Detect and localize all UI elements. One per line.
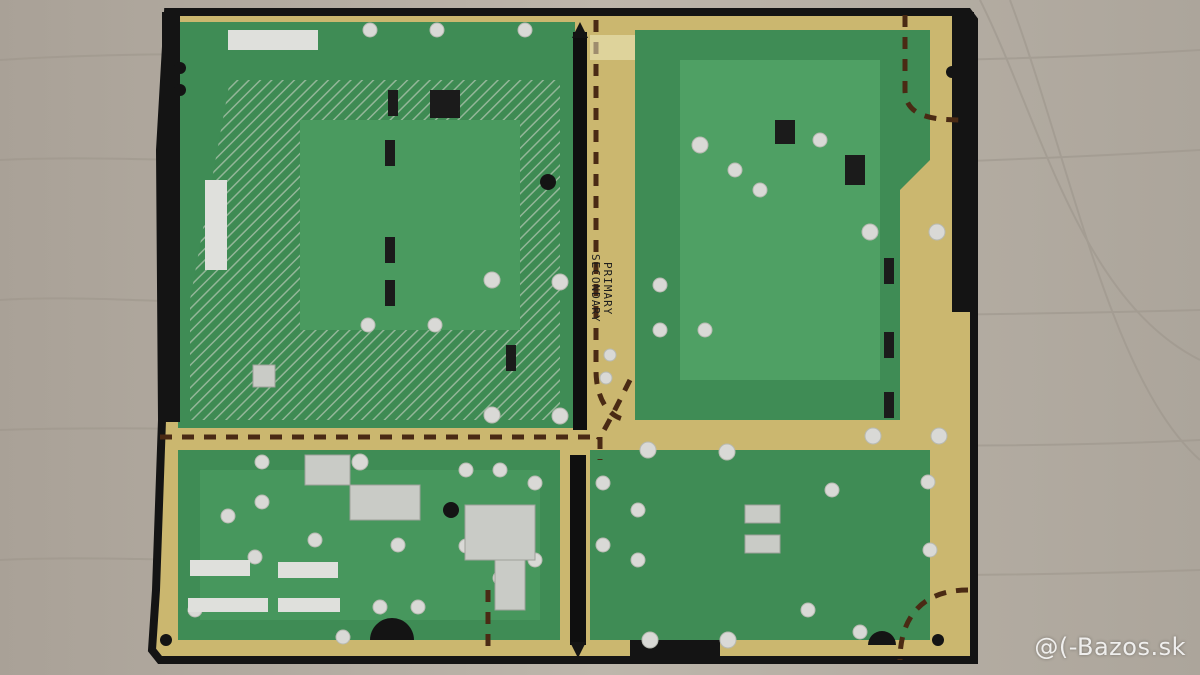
isolation-slot-lower [570, 455, 586, 645]
smd-components [385, 90, 894, 418]
watermark-text: @(-Bazos.sk [1034, 633, 1186, 661]
mounting-holes [160, 62, 958, 646]
secondary-label: SECONDARY [589, 254, 602, 323]
connector-pins [188, 30, 340, 612]
isolation-slot-upper [573, 32, 587, 430]
solder-pads [187, 22, 948, 649]
copper-areas [178, 22, 930, 640]
slot-arrows [570, 22, 588, 658]
tape-glare [590, 35, 635, 60]
dashed-boundaries [160, 15, 969, 661]
primary-label: PRIMARY [601, 262, 614, 316]
heatsink-solder-pads [252, 364, 781, 611]
